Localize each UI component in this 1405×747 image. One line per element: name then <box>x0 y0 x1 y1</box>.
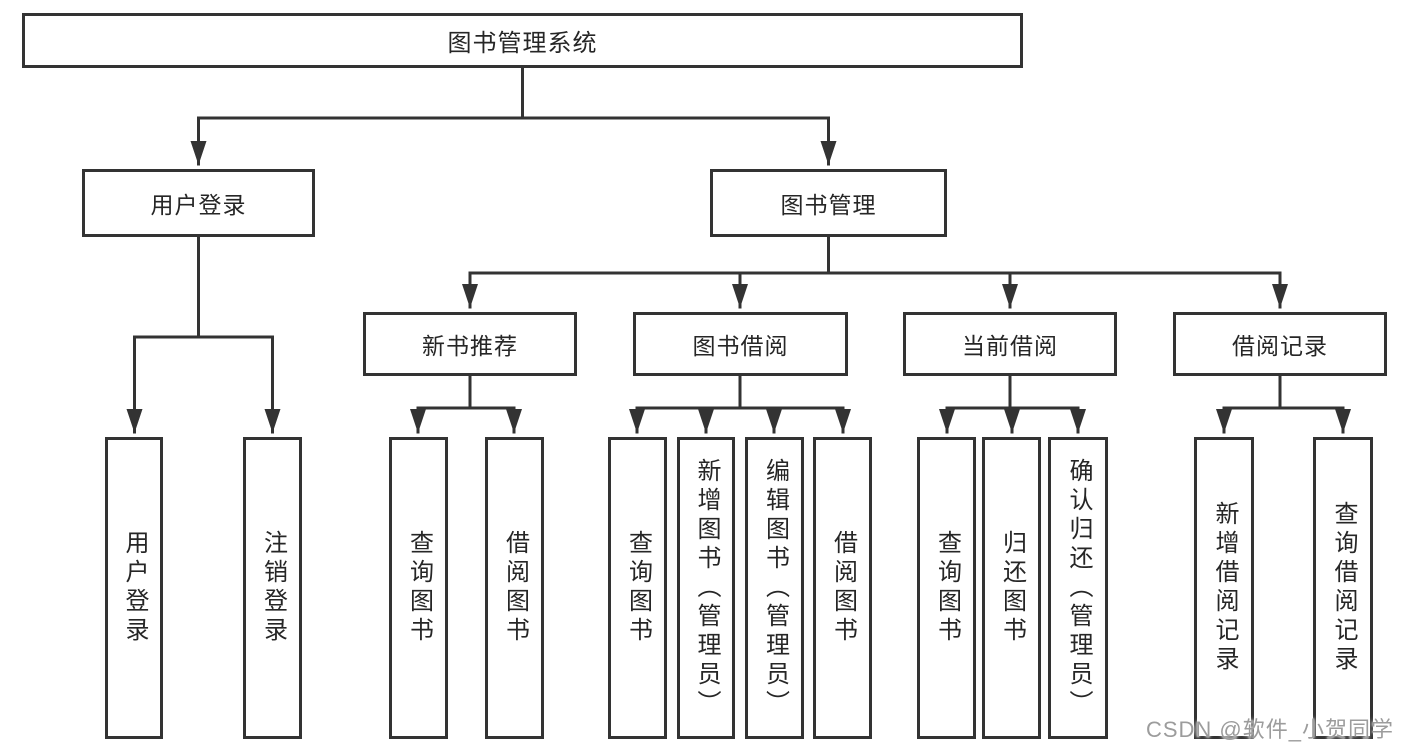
leaf-label: 新增图书（管理员） <box>693 457 720 719</box>
leaf-borrow-books-recommend: 借阅图书 <box>485 437 544 739</box>
leaf-query-books-recommend: 查询图书 <box>389 437 448 739</box>
leaf-query-books-current: 查询图书 <box>917 437 976 739</box>
leaf-add-book-admin: 新增图书（管理员） <box>677 437 735 739</box>
node-user-login: 用户登录 <box>82 169 315 237</box>
leaf-query-borrow-record: 查询借阅记录 <box>1313 437 1373 739</box>
connector-book-management <box>462 235 1288 309</box>
node-current-borrowing: 当前借阅 <box>903 312 1117 376</box>
leaf-label: 归还图书 <box>998 530 1026 646</box>
node-borrowing-records: 借阅记录 <box>1173 312 1387 376</box>
leaf-label: 注销登录 <box>259 530 287 646</box>
leaf-edit-book-admin: 编辑图书（管理员） <box>745 437 804 739</box>
leaf-label: 编辑图书（管理员） <box>761 457 789 719</box>
leaf-label: 新增借阅记录 <box>1211 501 1238 675</box>
connector-root <box>190 66 837 166</box>
leaf-label: 查询图书 <box>624 530 652 646</box>
node-library-management-system: 图书管理系统 <box>22 13 1023 68</box>
leaf-label: 借阅图书 <box>501 530 529 646</box>
leaf-label: 查询借阅记录 <box>1330 501 1357 675</box>
connector-new-book-recommend <box>410 374 522 434</box>
connector-current-borrowing <box>939 374 1086 434</box>
leaf-label: 用户登录 <box>121 530 148 646</box>
node-new-book-recommend: 新书推荐 <box>363 312 577 376</box>
connector-book-borrowing <box>629 374 851 434</box>
watermark: CSDN @软件_小贺同学 <box>1145 717 1394 742</box>
connector-borrowing-records <box>1216 374 1351 434</box>
node-book-management: 图书管理 <box>710 169 947 237</box>
leaf-label: 查询图书 <box>933 530 961 646</box>
leaf-borrow-books-borrowing: 借阅图书 <box>813 437 872 739</box>
leaf-confirm-return-admin: 确认归还（管理员） <box>1048 437 1108 739</box>
leaf-add-borrow-record: 新增借阅记录 <box>1194 437 1254 739</box>
node-book-borrowing: 图书借阅 <box>633 312 848 376</box>
leaf-logout: 注销登录 <box>243 437 302 739</box>
leaf-label: 查询图书 <box>405 530 433 646</box>
leaf-return-book: 归还图书 <box>982 437 1041 739</box>
connector-user-login <box>126 235 281 434</box>
leaf-query-books-borrowing: 查询图书 <box>608 437 667 739</box>
leaf-label: 确认归还（管理员） <box>1065 457 1092 719</box>
leaf-user-login: 用户登录 <box>105 437 163 739</box>
leaf-label: 借阅图书 <box>829 530 857 646</box>
